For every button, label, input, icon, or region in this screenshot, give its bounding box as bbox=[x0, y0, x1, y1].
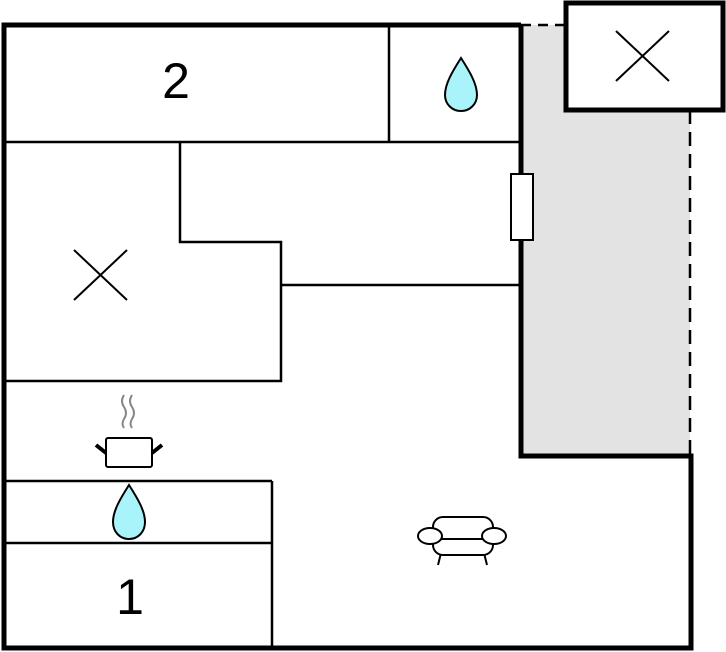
cross-icon bbox=[615, 30, 670, 82]
interior-walls bbox=[4, 25, 521, 648]
sofa-icon bbox=[417, 516, 507, 566]
door bbox=[510, 173, 534, 241]
water-drop-icon bbox=[443, 56, 479, 113]
room-label-1: 1 bbox=[116, 569, 144, 625]
room-label-2: 2 bbox=[162, 53, 190, 109]
cross-icon bbox=[73, 249, 128, 301]
outer-walls bbox=[1, 22, 694, 651]
water-drop-icon bbox=[111, 483, 147, 541]
cooking-pot-icon bbox=[94, 394, 164, 468]
outdoor-room-box bbox=[563, 0, 726, 113]
